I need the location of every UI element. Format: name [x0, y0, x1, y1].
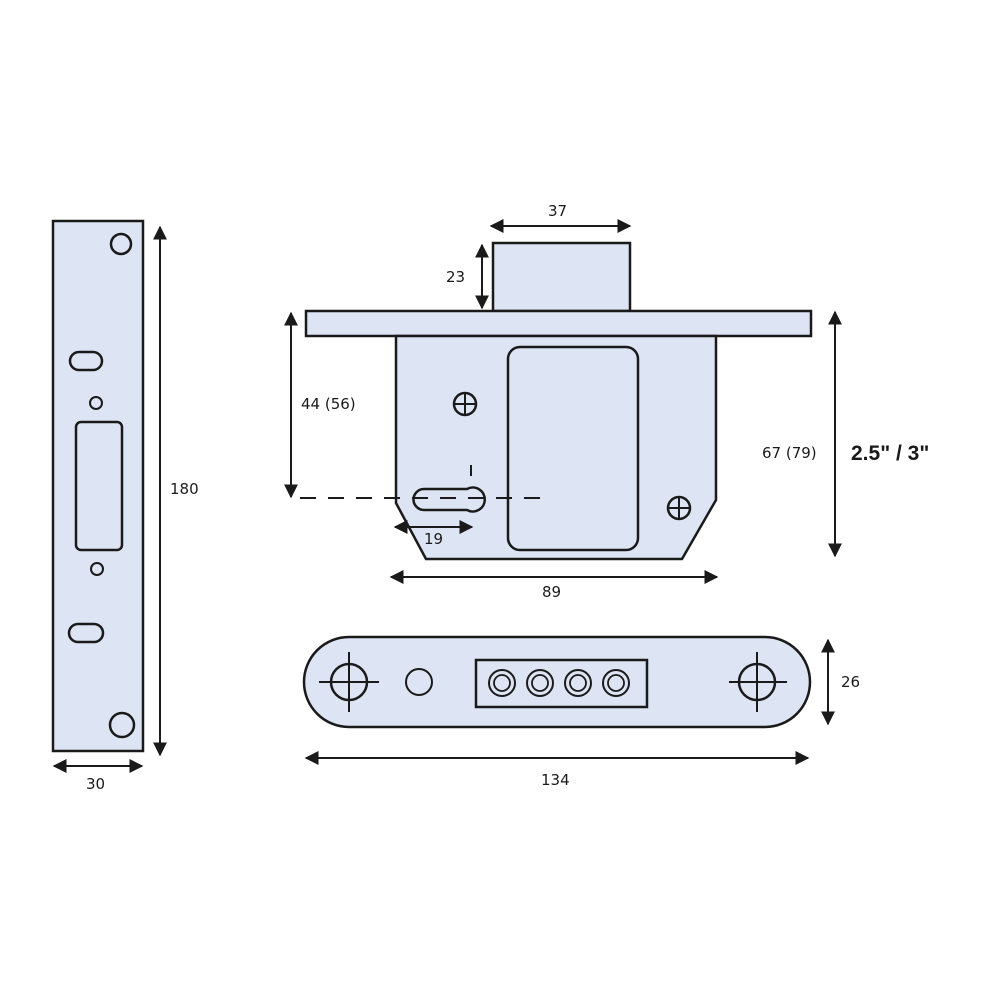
lock-body [304, 241, 813, 561]
faceplate-small-hole-bottom [90, 562, 104, 576]
striker-fixing-hole-right-icon [729, 652, 787, 712]
striker-fixing-hole-left-icon [319, 652, 379, 712]
faceplate-width-label: 30 [86, 775, 106, 793]
forend-plate [304, 309, 813, 338]
faceplate-slot-bottom [67, 622, 105, 644]
case-screw-top-icon [452, 391, 478, 417]
backset-label: 44 (56) [301, 395, 356, 413]
striker-length-label: 134 [541, 771, 570, 789]
keyhole-offset-label: 19 [424, 530, 444, 548]
faceplate [51, 219, 145, 753]
deadbolt [491, 241, 632, 313]
faceplate-screw-hole-top [109, 232, 133, 256]
faceplate-bolt-opening [74, 420, 124, 552]
lock-size-label: 2.5" / 3" [851, 442, 930, 465]
faceplate-height-label: 180 [170, 480, 199, 498]
keyhole-icon [412, 486, 487, 513]
case-width-label: 89 [542, 583, 562, 601]
striker-plate [302, 635, 812, 729]
lock-case-inner-panel [506, 345, 640, 552]
case-screw-bottom-icon [666, 495, 692, 521]
striker-rollers [488, 669, 630, 697]
case-depth-label: 67 (79) [762, 444, 817, 462]
faceplate-screw-hole-bottom [108, 711, 136, 739]
striker-small-hole [405, 668, 433, 696]
striker-height-label: 26 [841, 673, 861, 691]
faceplate-slot-top [68, 350, 104, 372]
bolt-width-label: 37 [548, 202, 568, 220]
bolt-projection-label: 23 [446, 268, 466, 286]
faceplate-small-hole-top [89, 396, 103, 410]
